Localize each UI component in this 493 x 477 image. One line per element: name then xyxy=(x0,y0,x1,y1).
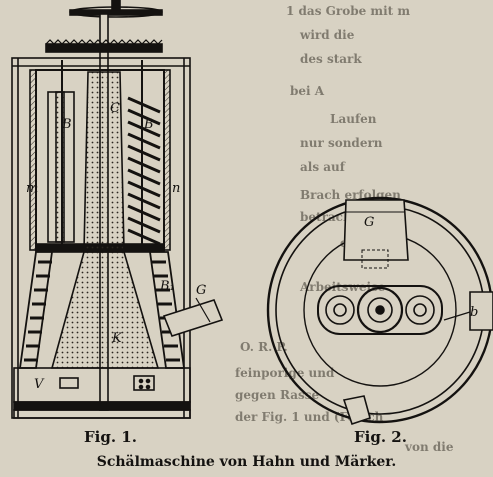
lower-cone xyxy=(50,251,160,369)
fig1-machine-drawing xyxy=(11,0,224,419)
label-v: V xyxy=(34,377,45,392)
label-g-fig2: G xyxy=(364,215,374,230)
label-n: n xyxy=(172,181,180,196)
bleed-line: wird die xyxy=(300,28,355,42)
label-c: C xyxy=(110,101,120,116)
left-screw-roller xyxy=(47,60,75,250)
bleed-line: der Fig. 1 und (Fetsch xyxy=(235,410,384,424)
fig1-caption: Fig. 1. xyxy=(84,428,137,446)
right-roller xyxy=(405,295,435,325)
label-m: m xyxy=(26,181,38,196)
lower-discharge xyxy=(342,395,371,426)
right-screw-roller xyxy=(127,60,161,250)
bleed-line: Laufen xyxy=(330,112,377,126)
label-b-right: B xyxy=(143,117,154,132)
label-b1: B₁ xyxy=(159,279,175,294)
center-roller xyxy=(356,286,404,334)
left-roller xyxy=(325,295,355,325)
lower-right-ladder xyxy=(148,251,186,369)
bleed-line: feinporige und xyxy=(235,366,335,380)
hand-wheel xyxy=(69,0,163,18)
fig2-letter-labels: G b xyxy=(364,215,478,320)
discharge-chute xyxy=(162,299,224,337)
bleed-line: des stark xyxy=(300,52,362,66)
gear xyxy=(45,39,163,53)
right-spout xyxy=(469,291,493,331)
fig2-caption: Fig. 2. xyxy=(354,428,407,446)
bleed-line: von die xyxy=(405,440,454,454)
label-k: K xyxy=(111,331,123,346)
label-g: G xyxy=(196,283,206,298)
bleed-line: 1 das Grobe mit m xyxy=(286,4,411,18)
bleed-line: als auf xyxy=(300,160,345,174)
fig1-letter-labels: C B B m n G B₁ K V xyxy=(26,101,206,392)
bleed-line: gegen Rasse xyxy=(235,388,320,402)
label-b-left: B xyxy=(61,117,72,132)
center-cone xyxy=(83,71,125,251)
bleed-line: bei A xyxy=(290,84,325,98)
lower-left-ladder xyxy=(18,251,54,369)
roller-housing xyxy=(317,285,443,335)
bleed-line: nur sondern xyxy=(300,136,383,150)
label-b-fig2: b xyxy=(470,305,478,320)
hopper xyxy=(343,199,409,261)
figure-title: Schälmaschine von Hahn und Märker. xyxy=(96,454,397,470)
fig2-top-view xyxy=(266,196,493,426)
